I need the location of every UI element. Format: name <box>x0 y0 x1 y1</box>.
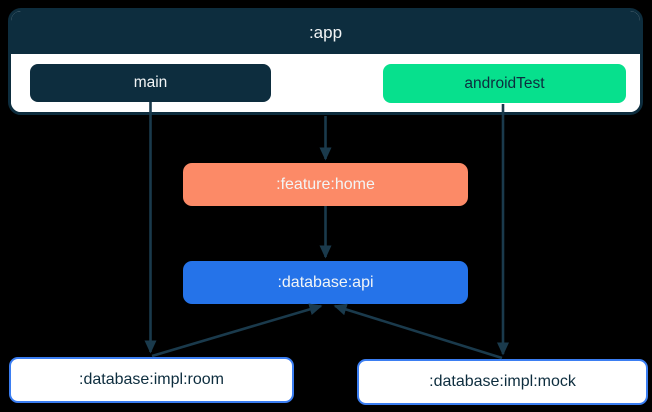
node-main: main <box>30 64 271 102</box>
node-database-impl-mock: :database:impl:mock <box>357 359 648 405</box>
node-app-header: :app <box>11 11 640 54</box>
node-app-body: main androidTest <box>11 54 640 112</box>
node-database-api: :database:api <box>183 261 468 304</box>
node-app-label: :app <box>308 22 343 42</box>
edge-database-impl-mock-to-database-api <box>333 303 503 360</box>
node-database-api-label: :database:api <box>277 273 374 291</box>
node-app: :app main androidTest <box>8 8 643 115</box>
node-androidtest: androidTest <box>383 64 626 103</box>
node-main-label: main <box>133 74 168 91</box>
node-database-impl-room-label: :database:impl:room <box>79 371 224 388</box>
node-database-impl-room: :database:impl:room <box>9 357 294 403</box>
node-database-impl-mock-label: :database:impl:mock <box>429 373 576 390</box>
node-androidtest-label: androidTest <box>464 74 545 92</box>
node-feature-home: :feature:home <box>183 163 468 206</box>
edge-database-impl-room-to-database-api <box>151 303 323 358</box>
node-feature-home-label: :feature:home <box>276 175 375 193</box>
